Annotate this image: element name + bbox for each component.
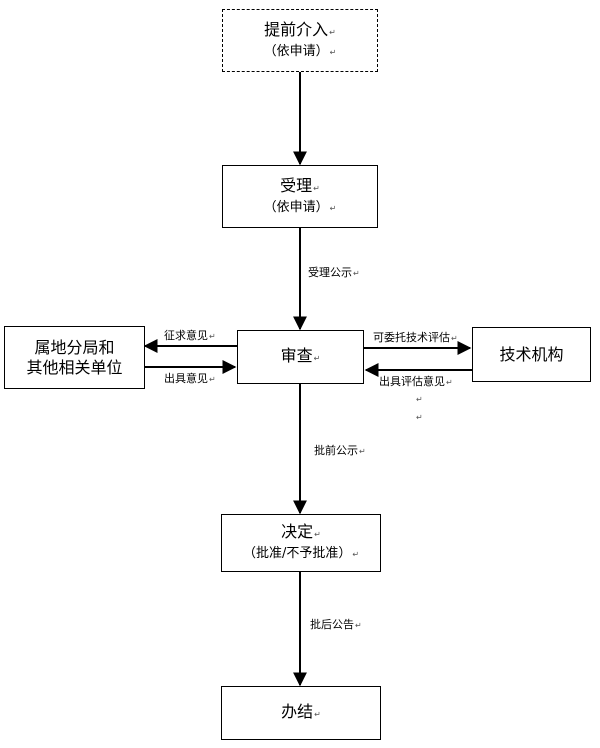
node-decision-subtitle: （批准/不予批准） bbox=[242, 546, 352, 561]
node-completion-title: 办结 bbox=[281, 701, 314, 721]
edge-label-accept-publicity: 受理公示↵ bbox=[308, 266, 360, 279]
node-technical-agency-title: 技术机构 bbox=[499, 344, 564, 364]
edge-label-issue-eval-opinion: 出具评估意见↵ bbox=[379, 375, 453, 388]
node-decision: 决定↵ （批准/不予批准）↵ bbox=[221, 514, 381, 572]
paragraph-mark: ↵ bbox=[352, 550, 360, 559]
node-technical-agency: 技术机构 bbox=[472, 327, 591, 382]
edge-label-commission-eval: 可委托技术评估↵ bbox=[373, 331, 458, 344]
edge-label-issue-opinion: 出具意见↵ bbox=[164, 372, 216, 385]
node-local-branch-line2: 其他相关单位 bbox=[26, 357, 123, 377]
node-acceptance-subtitle: （依申请） bbox=[263, 199, 329, 215]
paragraph-mark: ↵ bbox=[329, 47, 337, 57]
edge-label-solicit-opinion: 征求意见↵ bbox=[164, 329, 216, 342]
node-local-branch-line1: 属地分局和 bbox=[34, 337, 115, 357]
paragraph-mark: ↵ bbox=[329, 203, 337, 213]
edge-label-pre-approval-publicity: 批前公示↵ bbox=[314, 444, 366, 457]
node-review-title: 审查 bbox=[280, 345, 313, 365]
paragraph-mark: ↵ bbox=[329, 27, 336, 37]
node-local-branch: 属地分局和 其他相关单位 bbox=[4, 326, 145, 389]
edge-label-post-approval-notice: 批后公告↵ bbox=[310, 618, 362, 631]
node-early-intervention-subtitle: （依申请） bbox=[263, 43, 329, 59]
node-early-intervention: 提前介入↵ （依申请）↵ bbox=[222, 9, 378, 72]
node-acceptance: 受理↵ （依申请）↵ bbox=[222, 165, 378, 228]
paragraph-mark: ↵ bbox=[416, 395, 423, 404]
node-review: 审查↵ bbox=[237, 330, 364, 384]
paragraph-mark: ↵ bbox=[416, 413, 423, 422]
paragraph-mark: ↵ bbox=[313, 353, 321, 363]
paragraph-mark: ↵ bbox=[313, 183, 320, 193]
node-decision-title: 决定 bbox=[281, 522, 314, 541]
paragraph-mark: ↵ bbox=[314, 530, 321, 539]
node-acceptance-title: 受理 bbox=[280, 175, 313, 195]
node-completion: 办结↵ bbox=[221, 686, 381, 740]
paragraph-mark: ↵ bbox=[314, 709, 321, 719]
node-early-intervention-title: 提前介入 bbox=[264, 19, 329, 39]
